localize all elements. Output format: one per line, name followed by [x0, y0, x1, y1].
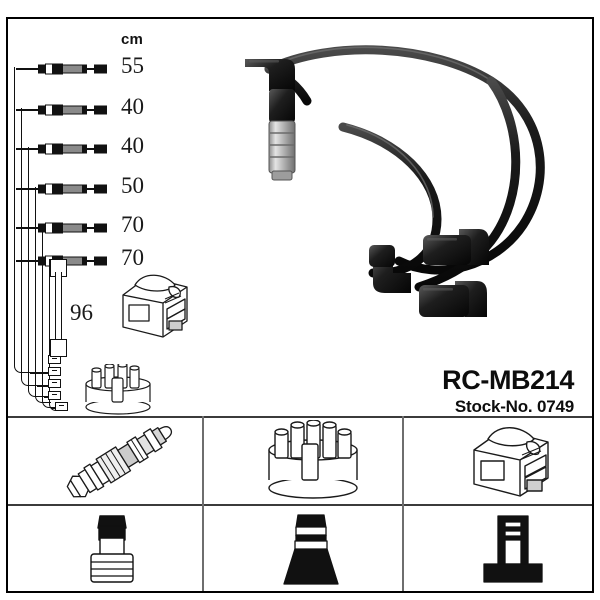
- harness-terminal: [48, 379, 61, 388]
- grid-divider: [8, 416, 592, 418]
- harness-terminal: [48, 367, 61, 376]
- harness-bus-wire: [14, 67, 30, 373]
- measurement-value: 40: [121, 94, 144, 119]
- harness-bus-wire: [21, 108, 37, 386]
- coil-lead-body: [55, 272, 62, 342]
- product-code: RC-MB214: [442, 365, 574, 395]
- spark-plug-boot-photo: [423, 229, 489, 265]
- product-photo: [223, 29, 591, 359]
- measurement-row: 55: [8, 53, 168, 85]
- measurement-row: 70: [8, 212, 168, 244]
- legend-cell-spark-plug-boot: [76, 512, 148, 588]
- spark-plug-boot-photo: [245, 59, 296, 181]
- measurement-value: 70: [121, 212, 144, 237]
- measurement-row: 40: [8, 133, 168, 165]
- harness-terminal: [55, 402, 68, 411]
- measurement-value: 50: [121, 173, 144, 198]
- distributor-cap-lineart: [78, 362, 158, 421]
- harness-terminal: [48, 391, 61, 400]
- grid-divider: [8, 504, 592, 506]
- measurement-value: 70: [121, 245, 144, 270]
- measurement-row: 40: [8, 94, 168, 126]
- measurement-value: 55: [121, 53, 144, 78]
- measurement-value: 40: [121, 133, 144, 158]
- coil-lead-length-value: 96: [70, 300, 93, 325]
- spark-plug-boot-photo: [419, 281, 487, 317]
- ignition-coil-lineart: [113, 269, 198, 349]
- legend-cell-ignition-coil: [464, 422, 560, 502]
- unit-header: cm: [121, 31, 144, 48]
- product-title-block: RC-MB214 Stock-No. 0749: [442, 366, 574, 417]
- legend-cell-distributor-terminal-boot: [276, 512, 346, 588]
- harness-bus-wire: [30, 372, 60, 374]
- grid-divider: [202, 416, 204, 591]
- legend-cell-coil-terminal: [474, 512, 552, 586]
- coil-lead-boot-bottom: [50, 339, 67, 357]
- legend-cell-distributor-cap: [258, 420, 368, 502]
- legend-grid: [8, 416, 592, 591]
- grid-divider: [402, 416, 404, 591]
- upper-diagram-area: cm 55: [8, 19, 592, 416]
- diagram-frame: cm 55: [6, 17, 594, 593]
- cable-connector-icon: [16, 63, 116, 74]
- stock-number: Stock-No. 0749: [454, 397, 574, 417]
- legend-cell-spark-plug: [38, 422, 198, 502]
- spark-plug-boot-photo: [369, 245, 411, 293]
